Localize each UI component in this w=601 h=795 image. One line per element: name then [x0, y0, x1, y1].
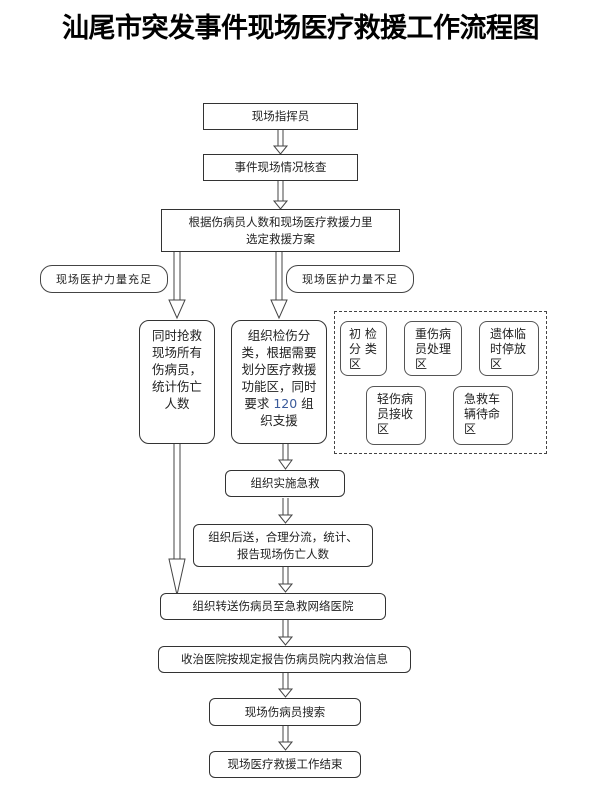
- zone-line: 急救车: [464, 392, 501, 406]
- zone-remains-storage: 遗体临 时停放 区: [479, 321, 539, 376]
- step-rescue-all: 同时抢救现场所有伤病员，统计伤亡人数: [139, 320, 215, 444]
- triage-zones-text: 组织检伤分类，根据需要划分医疗救援功能区，同时要求 120 组织支援: [239, 327, 319, 429]
- arrow-search-to-end: [277, 726, 294, 751]
- zone-initial-triage: 初 检 分 类 区: [340, 321, 387, 376]
- rescue-all-text: 同时抢救现场所有伤病员，统计伤亡人数: [151, 328, 202, 411]
- plan-line-1: 根据伤病员人数和现场医疗救援力里: [188, 214, 373, 229]
- zone-line: 遗体临: [490, 327, 527, 341]
- label-resources-sufficient: 现场医护力量充足: [40, 265, 168, 293]
- zone-line: 区: [490, 357, 503, 371]
- zone-line: 区: [464, 422, 477, 436]
- arrow-transfer-to-report: [277, 620, 294, 646]
- zone-severe-casualties: 重伤病 员处理 区: [404, 321, 462, 376]
- functional-zones-group: [334, 311, 547, 454]
- zone-line: 轻伤病: [377, 392, 414, 406]
- step-transfer-to-hospital: 组织转送伤病员至急救网络医院: [160, 593, 386, 620]
- arrow-verify-to-plan: [272, 180, 289, 210]
- zone-ambulance-standby: 急救车 辆待命 区: [453, 386, 513, 445]
- arrow-report-to-search: [277, 673, 294, 698]
- step-implement-first-aid: 组织实施急救: [225, 470, 345, 497]
- arrow-right-to-implement: [278, 444, 293, 470]
- step-triage-zones: 组织检伤分类，根据需要划分医疗救援功能区，同时要求 120 组织支援: [231, 320, 327, 444]
- arrow-evac-to-transfer: [277, 567, 294, 593]
- zone-line: 初 检: [349, 327, 377, 341]
- arrow-left-to-transfer: [168, 444, 186, 596]
- step-select-plan: 根据伤病员人数和现场医疗救援力里 选定救援方案: [161, 209, 400, 252]
- triage-text-a: 组织检伤分类，根据需要划分医疗救援功能区，同时要求: [241, 328, 317, 411]
- zone-line: 员处理: [415, 342, 452, 356]
- label-resources-insufficient: 现场医护力量不足: [286, 265, 414, 293]
- arrow-commander-to-verify: [272, 130, 289, 155]
- arrow-plan-to-right: [270, 252, 288, 320]
- step-hospital-report: 收治医院按规定报告伤病员院内救治信息: [158, 646, 411, 673]
- step-event-verification: 事件现场情况核查: [203, 154, 358, 181]
- step-end: 现场医疗救援工作结束: [209, 751, 361, 778]
- zone-line: 区: [349, 357, 362, 371]
- zone-line: 重伤病: [415, 327, 452, 341]
- zone-line: 员接收: [377, 407, 414, 421]
- zone-line: 时停放: [490, 342, 527, 356]
- evac-line-2: 报告现场伤亡人数: [237, 546, 329, 561]
- arrow-implement-to-evac: [277, 498, 294, 524]
- zone-line: 辆待命: [464, 407, 501, 421]
- zone-line: 区: [377, 422, 390, 436]
- page-title: 汕尾市突发事件现场医疗救援工作流程图: [62, 13, 540, 44]
- evac-line-1: 组织后送，合理分流，统计、: [208, 529, 358, 544]
- arrow-plan-to-left: [168, 252, 186, 320]
- zone-minor-casualties: 轻伤病 员接收 区: [366, 386, 426, 445]
- triage-text-120: 120: [273, 396, 298, 411]
- step-evacuate-report: 组织后送，合理分流，统计、 报告现场伤亡人数: [193, 524, 373, 567]
- zone-line: 区: [415, 357, 428, 371]
- step-casualty-search: 现场伤病员搜索: [209, 698, 361, 726]
- step-commander: 现场指挥员: [203, 103, 358, 130]
- triage-text-b: 组织支援: [260, 396, 314, 428]
- plan-line-2: 选定救援方案: [246, 231, 315, 246]
- zone-line: 分 类: [349, 342, 377, 356]
